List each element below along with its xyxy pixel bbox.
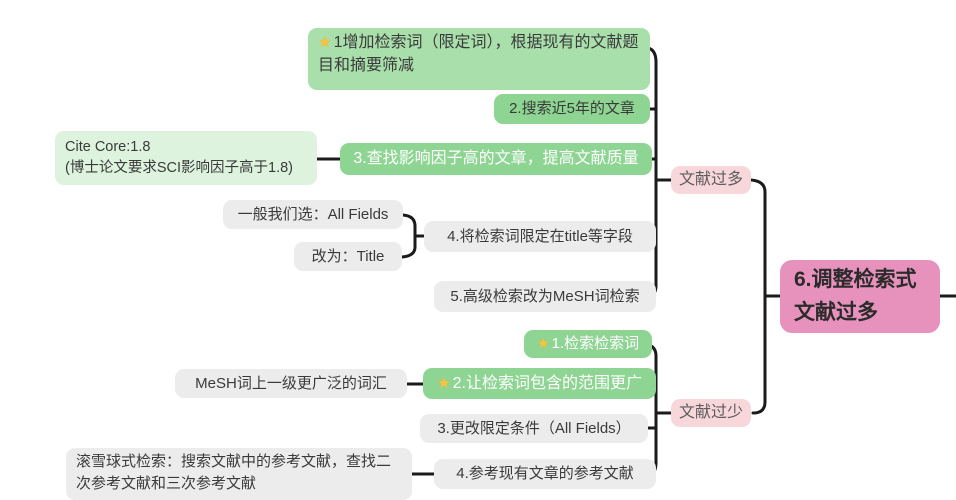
branch-too-many[interactable]: 文献过多 — [671, 166, 751, 194]
node-label: 1.检索检索词 — [551, 335, 640, 353]
node-label: 2.搜索近5年的文章 — [509, 100, 635, 118]
branch-label: 文献过多 — [679, 171, 744, 189]
note-change-to-title[interactable]: 改为：Title — [294, 242, 402, 271]
node-label: 3.查找影响因子高的文章，提高文献质量 — [353, 150, 639, 168]
node-high-impact-factor[interactable]: 3.查找影响因子高的文章，提高文献质量 — [340, 143, 652, 175]
star-icon: ★ — [437, 374, 451, 392]
root-node[interactable]: 6.调整检索式 文献过多 — [780, 260, 940, 333]
star-icon: ★ — [536, 336, 550, 353]
branch-too-few[interactable]: 文献过少 — [671, 399, 751, 427]
note-label: MeSH词上一级更广泛的词汇 — [195, 374, 387, 392]
node-label: 3.更改限定条件（All Fields） — [437, 419, 631, 437]
node-label: 1增加检索词（限定词），根据现有的文献题目和摘要筛减 — [318, 34, 639, 75]
star-icon: ★ — [318, 34, 332, 51]
node-reference-existing-articles[interactable]: 4.参考现有文章的参考文献 — [434, 459, 656, 489]
note-label: Cite Core:1.8 (博士论文要求SCI影响因子高于1.8) — [65, 138, 293, 176]
note-snowball-search[interactable]: 滚雪球式检索：搜索文献中的参考文献，查找二次参考文献和三次参考文献 — [66, 448, 412, 500]
note-cite-core[interactable]: Cite Core:1.8 (博士论文要求SCI影响因子高于1.8) — [55, 131, 317, 185]
root-label: 6.调整检索式 文献过多 — [794, 267, 917, 324]
branch-label: 文献过少 — [679, 404, 744, 422]
node-limit-to-title-field[interactable]: 4.将检索词限定在title等字段 — [424, 221, 656, 252]
node-change-limit-conditions[interactable]: 3.更改限定条件（All Fields） — [420, 414, 648, 443]
note-all-fields[interactable]: 一般我们选：All Fields — [223, 200, 403, 229]
node-broaden-search-terms[interactable]: ★2.让检索词包含的范围更广 — [423, 368, 656, 399]
note-label: 滚雪球式检索：搜索文献中的参考文献，查找二次参考文献和三次参考文献 — [76, 453, 392, 492]
note-label: 改为：Title — [311, 247, 385, 265]
node-label: 4.将检索词限定在title等字段 — [447, 227, 633, 245]
node-advanced-to-mesh-search[interactable]: 5.高级检索改为MeSH词检索 — [434, 281, 656, 312]
node-search-search-terms[interactable]: ★1.检索检索词 — [524, 330, 652, 358]
node-increase-search-terms[interactable]: ★1增加检索词（限定词），根据现有的文献题目和摘要筛减 — [308, 28, 650, 90]
node-label: 5.高级检索改为MeSH词检索 — [450, 287, 640, 305]
note-mesh-broader-terms[interactable]: MeSH词上一级更广泛的词汇 — [175, 369, 407, 398]
node-label: 4.参考现有文章的参考文献 — [456, 465, 634, 483]
note-label: 一般我们选：All Fields — [237, 205, 389, 223]
node-label: 2.让检索词包含的范围更广 — [452, 374, 642, 392]
node-search-recent-5-years[interactable]: 2.搜索近5年的文章 — [494, 94, 650, 124]
